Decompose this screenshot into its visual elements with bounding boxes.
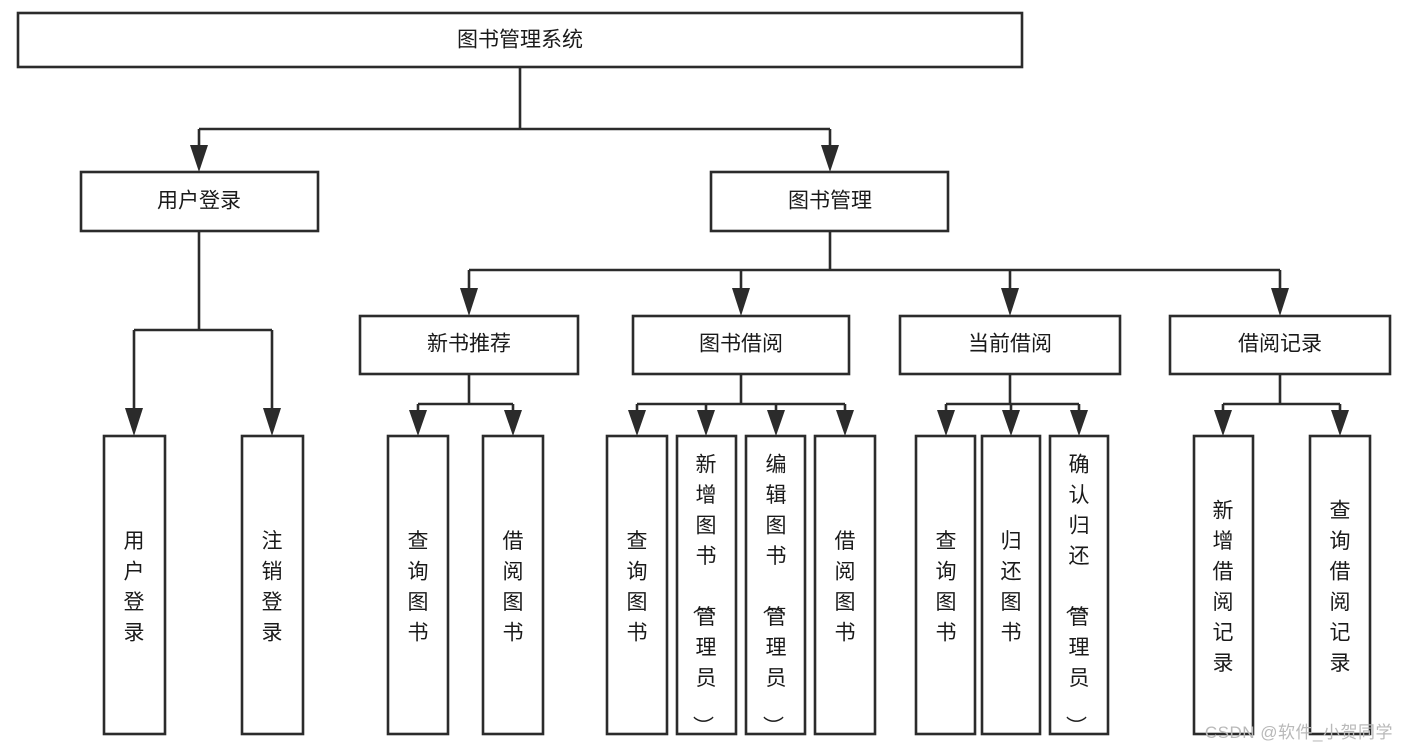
connector-group-current-borrow bbox=[937, 374, 1088, 436]
node-new-book-recommend-label: 新书推荐 bbox=[427, 333, 511, 356]
node-root-label: 图书管理系统 bbox=[457, 29, 583, 52]
arrow-head-leaf-add-book bbox=[697, 410, 715, 436]
node-user-login[interactable]: 用户登录 bbox=[79, 170, 320, 233]
connector-group-new-book-recommend bbox=[409, 374, 522, 436]
node-leaf-add-record[interactable]: 新增借阅记录 bbox=[1192, 434, 1255, 736]
connector-group-borrow-record bbox=[1214, 374, 1349, 436]
node-leaf-logout-label: 注销登录 bbox=[262, 530, 283, 645]
node-leaf-edit-book-box[interactable] bbox=[744, 434, 807, 736]
node-leaf-add-book[interactable]: 新增图书（管理员） bbox=[675, 434, 738, 737]
node-book-management[interactable]: 图书管理 bbox=[709, 170, 950, 233]
node-leaf-query-book-1-box[interactable] bbox=[386, 434, 450, 736]
connector-group-user-login bbox=[125, 231, 281, 436]
node-leaf-query-book-3[interactable]: 查询图书 bbox=[914, 434, 977, 736]
arrow-head-leaf-query-book-2 bbox=[628, 410, 646, 436]
node-leaf-query-record[interactable]: 查询借阅记录 bbox=[1308, 434, 1372, 736]
node-leaf-edit-book-label: 编辑图书（管理员） bbox=[761, 454, 787, 737]
node-leaf-add-book-box[interactable] bbox=[675, 434, 738, 736]
node-user-login-box[interactable] bbox=[79, 170, 320, 233]
node-borrow-record-label: 借阅记录 bbox=[1238, 333, 1322, 356]
connector-group-root bbox=[190, 67, 839, 172]
node-book-borrow-label: 图书借阅 bbox=[699, 333, 783, 356]
node-leaf-return-book-box[interactable] bbox=[980, 434, 1042, 736]
node-root[interactable]: 图书管理系统 bbox=[16, 11, 1024, 69]
node-leaf-borrow-book-1-label: 借阅图书 bbox=[503, 530, 524, 645]
arrow-head-new-book-recommend bbox=[460, 288, 478, 316]
node-leaf-logout[interactable]: 注销登录 bbox=[240, 434, 305, 736]
node-leaf-borrow-book-2-label: 借阅图书 bbox=[835, 530, 856, 645]
node-borrow-record-box[interactable] bbox=[1168, 314, 1392, 376]
arrow-head-leaf-confirm-return bbox=[1070, 410, 1088, 436]
node-leaf-user-login-box[interactable] bbox=[102, 434, 167, 736]
node-leaf-borrow-book-2-box[interactable] bbox=[813, 434, 877, 736]
node-leaf-confirm-return[interactable]: 确认归还（管理员） bbox=[1048, 434, 1110, 737]
arrow-head-leaf-query-record bbox=[1331, 410, 1349, 436]
node-leaf-confirm-return-label: 确认归还（管理员） bbox=[1064, 454, 1090, 737]
arrow-head-leaf-add-record bbox=[1214, 410, 1232, 436]
node-book-management-box[interactable] bbox=[709, 170, 950, 233]
node-leaf-query-book-2-label: 查询图书 bbox=[627, 530, 648, 645]
node-leaf-borrow-book-1-box[interactable] bbox=[481, 434, 545, 736]
node-leaf-user-login-label: 用户登录 bbox=[124, 530, 145, 645]
node-leaf-add-record-label: 新增借阅记录 bbox=[1213, 499, 1234, 675]
node-user-login-label: 用户登录 bbox=[157, 190, 241, 213]
arrow-head-user-login bbox=[190, 145, 208, 172]
arrow-head-leaf-logout bbox=[263, 408, 281, 436]
node-book-borrow-box[interactable] bbox=[631, 314, 851, 376]
arrow-head-leaf-return-book bbox=[1002, 410, 1020, 436]
connector-group-book-management bbox=[460, 231, 1289, 316]
arrow-head-book-management bbox=[821, 145, 839, 172]
node-leaf-user-login[interactable]: 用户登录 bbox=[102, 434, 167, 736]
arrow-head-book-borrow bbox=[732, 288, 750, 316]
node-leaf-query-book-3-box[interactable] bbox=[914, 434, 977, 736]
node-leaf-edit-book[interactable]: 编辑图书（管理员） bbox=[744, 434, 807, 737]
node-leaf-return-book[interactable]: 归还图书 bbox=[980, 434, 1042, 736]
node-root-box[interactable] bbox=[16, 11, 1024, 69]
node-leaf-logout-box[interactable] bbox=[240, 434, 305, 736]
node-current-borrow-label: 当前借阅 bbox=[968, 333, 1052, 356]
node-leaf-query-record-label: 查询借阅记录 bbox=[1330, 499, 1351, 675]
node-book-management-label: 图书管理 bbox=[788, 190, 872, 213]
node-leaf-query-book-1-label: 查询图书 bbox=[408, 530, 429, 645]
node-leaf-add-book-label: 新增图书（管理员） bbox=[691, 454, 717, 737]
arrow-head-leaf-query-book-3 bbox=[937, 410, 955, 436]
node-leaf-borrow-book-2[interactable]: 借阅图书 bbox=[813, 434, 877, 736]
node-new-book-recommend[interactable]: 新书推荐 bbox=[358, 314, 580, 376]
node-leaf-query-book-2-box[interactable] bbox=[605, 434, 669, 736]
node-leaf-query-book-1[interactable]: 查询图书 bbox=[386, 434, 450, 736]
node-leaf-query-record-box[interactable] bbox=[1308, 434, 1372, 736]
node-current-borrow[interactable]: 当前借阅 bbox=[898, 314, 1122, 376]
node-leaf-query-book-2[interactable]: 查询图书 bbox=[605, 434, 669, 736]
node-leaf-confirm-return-box[interactable] bbox=[1048, 434, 1110, 736]
arrow-head-leaf-borrow-book-1 bbox=[504, 410, 522, 436]
node-leaf-return-book-label: 归还图书 bbox=[1001, 530, 1022, 645]
arrow-head-borrow-record bbox=[1271, 288, 1289, 316]
node-book-borrow[interactable]: 图书借阅 bbox=[631, 314, 851, 376]
arrow-head-leaf-borrow-book-2 bbox=[836, 410, 854, 436]
arrow-head-leaf-query-book-1 bbox=[409, 410, 427, 436]
connector-group-book-borrow bbox=[628, 374, 854, 436]
watermark-text: CSDN @软件_小贺同学 bbox=[1204, 723, 1393, 742]
node-borrow-record[interactable]: 借阅记录 bbox=[1168, 314, 1392, 376]
node-leaf-borrow-book-1[interactable]: 借阅图书 bbox=[481, 434, 545, 736]
arrow-head-leaf-edit-book bbox=[767, 410, 785, 436]
arrow-head-leaf-user-login bbox=[125, 408, 143, 436]
arrow-head-current-borrow bbox=[1001, 288, 1019, 316]
node-leaf-query-book-3-label: 查询图书 bbox=[936, 530, 957, 645]
node-current-borrow-box[interactable] bbox=[898, 314, 1122, 376]
node-new-book-recommend-box[interactable] bbox=[358, 314, 580, 376]
node-leaf-add-record-box[interactable] bbox=[1192, 434, 1255, 736]
